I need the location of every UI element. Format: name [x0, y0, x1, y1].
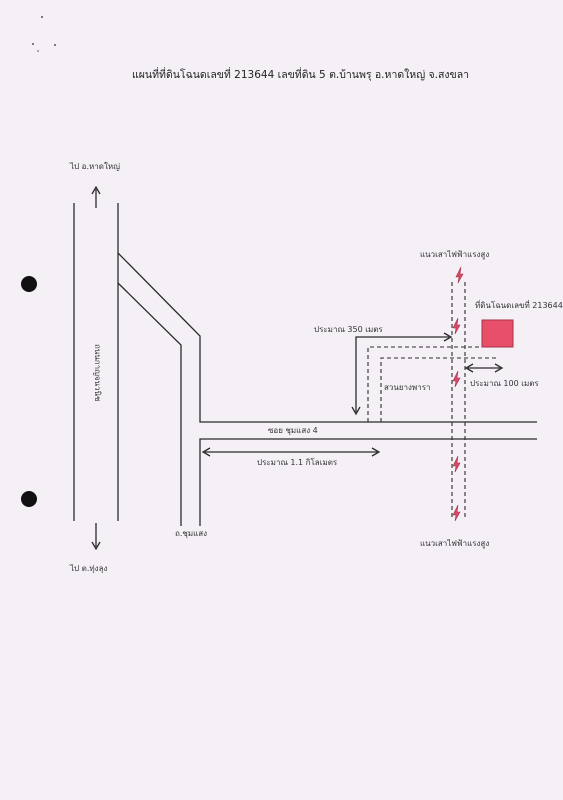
- label-power-line-bottom: แนวเสาไฟฟ้าแรงสูง: [420, 539, 490, 548]
- binder-hole-top: [21, 276, 37, 292]
- dim-1-1km-head-left: [201, 447, 211, 457]
- binder-hole-bottom: [21, 491, 37, 507]
- label-soi-chumsaeng-4: ซอย ชุมแสง 4: [268, 426, 318, 435]
- map-title: แผนที่ที่ดินโฉนดเลขที่ 213644 เลขที่ดิน …: [132, 69, 470, 81]
- label-land-plot: ที่ดินโฉนดเลขที่ 213644: [475, 301, 563, 310]
- branch-road-lower-edge: [117, 282, 182, 526]
- arrow-up-head: [91, 185, 101, 195]
- pylon-icon: [452, 504, 461, 522]
- label-distance-100m: ประมาณ 100 เมตร: [470, 379, 539, 388]
- dashed-path-upper: [367, 346, 496, 422]
- branch-road-bottom-edge: [199, 438, 537, 526]
- label-distance-1-1km: ประมาณ 1.1 กิโลเมตร: [257, 458, 338, 467]
- label-to-thungsung: ไป ต.ทุ่งลุง: [70, 564, 108, 573]
- dim-100m-head-left: [464, 363, 474, 373]
- dim-100m-head-right: [494, 363, 504, 373]
- scan-specks: [32, 16, 56, 52]
- label-power-line-top: แนวเสาไฟฟ้าแรงสูง: [420, 250, 490, 259]
- label-to-hatyai: ไป อ.หาดใหญ่: [70, 162, 120, 171]
- label-rubber-garden: สวนยางพารา: [384, 383, 431, 392]
- pylon-icon: [452, 455, 461, 473]
- label-chumsaeng-road: ถ.ชุมแสง: [175, 529, 208, 538]
- pylon-icon: [452, 370, 461, 388]
- route-350m-line: [355, 336, 449, 412]
- land-plot-marker: [481, 319, 514, 348]
- dim-1-1km-head-right: [371, 447, 381, 457]
- label-main-road: ถนนกาญจนวนิช: [93, 344, 102, 402]
- route-350m-head-end: [443, 332, 453, 342]
- pylon-icon: [455, 266, 464, 284]
- pylon-icon: [452, 317, 461, 335]
- route-350m-head-down: [351, 406, 361, 416]
- dashed-path-lower: [380, 357, 496, 422]
- arrow-down-head: [91, 541, 101, 551]
- label-distance-350m: ประมาณ 350 เมตร: [314, 325, 383, 334]
